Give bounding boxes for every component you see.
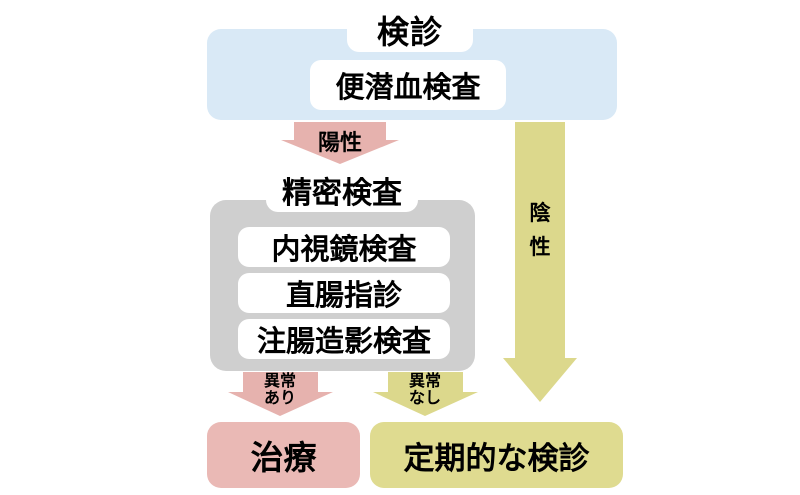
detailed-exam-title: 精密検査 [282, 176, 402, 211]
normal-arrow [373, 372, 478, 416]
barium-enema-exam-label: 注腸造影検査 [256, 324, 431, 358]
endoscopy-exam-label: 内視鏡検査 [271, 232, 417, 266]
treatment-box: 治療 [207, 422, 360, 488]
endoscopy-exam-box: 内視鏡検査 [238, 227, 450, 267]
treatment-label: 治療 [250, 438, 317, 477]
positive-arrow-label: 陽性 [317, 131, 362, 156]
normal-arrow-label: 異常 なし [408, 371, 441, 407]
detailed-exam-title-tab: 精密検査 [266, 164, 418, 212]
positive-arrow [281, 122, 399, 164]
abnormal-arrow-label: 異常 あり [263, 371, 296, 407]
rectal-exam-label: 直腸指診 [285, 278, 402, 312]
periodic-checkup-label: 定期的な検診 [403, 440, 590, 477]
barium-enema-exam-box: 注腸造影検査 [238, 319, 450, 359]
periodic-checkup-box: 定期的な検診 [370, 422, 623, 488]
screening-title: 検診 [376, 13, 443, 51]
negative-arrow-label: 陰 性 [529, 201, 551, 259]
rectal-exam-box: 直腸指診 [238, 273, 450, 313]
fecal-occult-blood-test-label: 便潜血検査 [335, 70, 481, 104]
abnormal-arrow [228, 372, 333, 416]
fecal-occult-blood-test-box: 便潜血検査 [310, 60, 506, 110]
negative-arrow [503, 122, 577, 402]
screening-title-tab: 検診 [347, 0, 473, 52]
